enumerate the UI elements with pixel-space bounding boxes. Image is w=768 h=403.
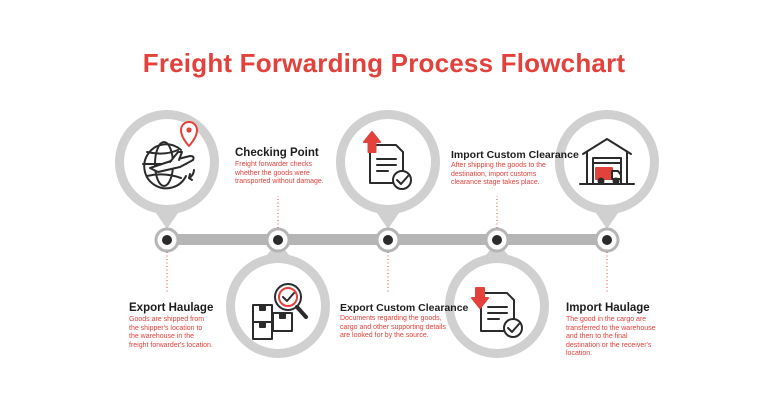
- step-title-export-haulage: Export Haulage: [129, 302, 214, 314]
- magnifier-boxes-icon: [252, 283, 308, 340]
- step-desc-export-custom-clearance: Documents regarding the goods, cargo and…: [340, 315, 446, 340]
- step-title-checking-point: Checking Point: [235, 147, 319, 159]
- step-desc-import-custom-clearance: After shipping the goods to the destinat…: [451, 162, 546, 187]
- step-title-import-custom-clearance: Import Custom Clearance: [451, 149, 579, 161]
- step-desc-import-haulage: The good in the cargo are transferred to…: [566, 316, 656, 358]
- warehouse-truck-icon: [579, 138, 635, 185]
- node-marker-4: [484, 227, 510, 253]
- step-desc-checking-point: Freight forwarder checks whether the goo…: [235, 161, 324, 186]
- document-download-check-icon: [471, 287, 523, 338]
- node-marker-5: [594, 227, 620, 253]
- node-marker-3: [375, 227, 401, 253]
- node-marker-2: [265, 227, 291, 253]
- step-desc-export-haulage: Goods are shipped from the shipper's loc…: [129, 316, 213, 349]
- globe-airplane-location-icon: [142, 121, 198, 190]
- step-title-import-haulage: Import Haulage: [566, 302, 650, 314]
- document-upload-check-icon: [363, 131, 412, 190]
- step-title-export-custom-clearance: Export Custom Clearance: [340, 302, 469, 314]
- node-marker-1: [154, 227, 180, 253]
- page-title: Freight Forwarding Process Flowchart: [142, 48, 626, 78]
